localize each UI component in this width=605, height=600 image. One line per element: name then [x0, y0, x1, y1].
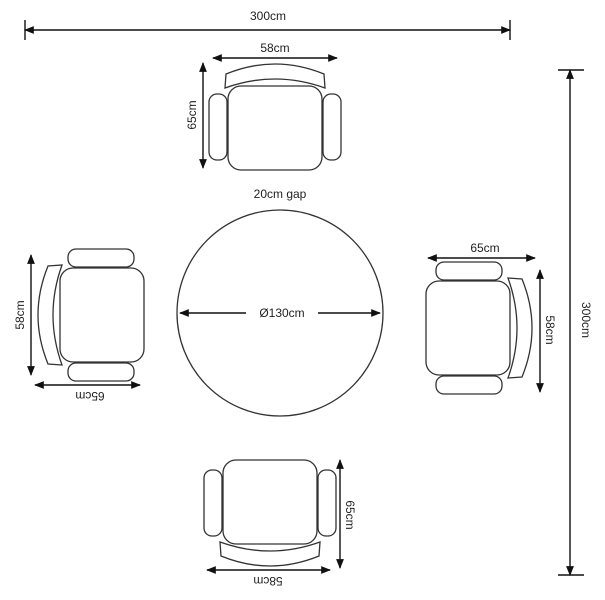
gap-label: 20cm gap — [254, 187, 307, 201]
chair-right-width-label: 58cm — [543, 315, 557, 344]
chair-left-depth-label: 65cm — [75, 389, 104, 403]
chair-bottom-width-label: 58cm — [253, 574, 282, 588]
chair-bottom-depth-label: 65cm — [343, 500, 357, 529]
chair-left-width-label: 58cm — [13, 300, 27, 329]
chair-top: 58cm 65cm — [185, 41, 342, 171]
chair-top-depth-label: 65cm — [185, 100, 199, 129]
chair-right-depth-label: 65cm — [470, 241, 499, 255]
room-depth-dimension: 300cm — [558, 69, 593, 576]
chair-top-width-label: 58cm — [260, 41, 289, 55]
chair-bottom: 65cm 58cm — [203, 459, 357, 588]
chair-left: 58cm 65cm — [13, 248, 145, 403]
table-diameter-label: Ø130cm — [259, 306, 304, 320]
room-width-label: 300cm — [250, 9, 286, 23]
chair-right: 65cm 58cm — [425, 241, 557, 395]
room-depth-label: 300cm — [579, 302, 593, 338]
round-table: Ø130cm — [176, 209, 384, 417]
room-width-dimension: 300cm — [24, 9, 511, 40]
